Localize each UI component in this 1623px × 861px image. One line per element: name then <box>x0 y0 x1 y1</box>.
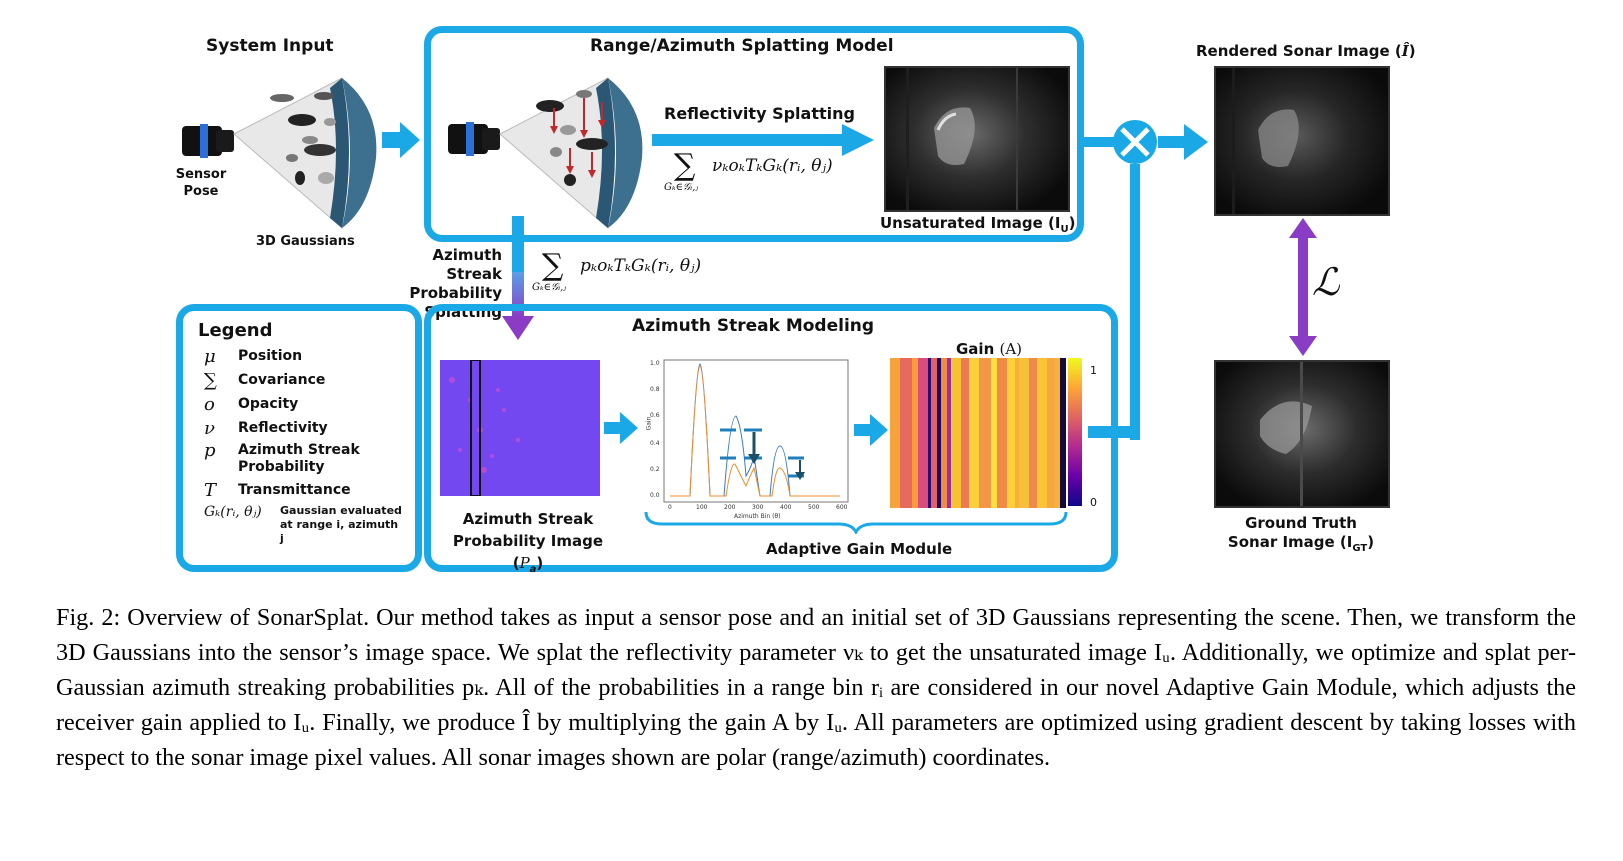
gain-to-multiply-line <box>1130 164 1140 440</box>
adaptive-gain-brace <box>644 511 1068 534</box>
rendered-sonar-image <box>1214 66 1390 216</box>
legend-item: Gₖ(rᵢ, θⱼ)Gaussian evaluated at range i,… <box>204 504 402 545</box>
ground-truth-sonar-image <box>1214 360 1390 508</box>
gaussians-splat-frustum <box>499 77 643 230</box>
sensor-camera-icon <box>182 124 234 158</box>
plot-xticks: 0 100 200 300 400 500 600 <box>668 504 848 511</box>
legend-box <box>176 304 422 572</box>
loss-double-arrow <box>1289 218 1317 356</box>
plot-ylabel: Gain <box>645 416 653 431</box>
multiply-node <box>1084 120 1208 164</box>
reflectivity-splatting-label: Reflectivity Splatting <box>664 104 855 123</box>
ground-truth-label: Ground Truth Sonar Image (IGT) <box>1227 514 1375 554</box>
streak-equation: ∑ Gₖ∈𝒢ᵢ,ⱼ pₖoₖTₖGₖ(rᵢ, θⱼ) <box>532 248 702 293</box>
colorbar-max: 1 <box>1090 364 1097 377</box>
gaussians-frustum <box>233 77 377 230</box>
sensor-camera-icon-2 <box>448 122 500 156</box>
arrow-to-splatting <box>382 122 420 158</box>
legend-item: ∑Covariance <box>204 370 326 391</box>
adaptive-gain-label: Adaptive Gain Module <box>766 540 953 558</box>
gain-plot <box>663 359 849 503</box>
reflectivity-arrow <box>652 124 874 156</box>
arrow-to-plot <box>604 412 638 444</box>
probability-image <box>440 360 600 496</box>
gain-title: Gain (A) <box>956 340 1023 358</box>
legend-title: Legend <box>198 320 273 341</box>
figure-caption: Fig. 2: Overview of SonarSplat. Our meth… <box>56 604 1576 771</box>
splatting-model-title: Range/Azimuth Splatting Model <box>590 36 894 56</box>
plot-xlabel: Azimuth Bin (θ) <box>734 513 781 520</box>
reflectivity-equation: ∑ Gₖ∈𝒢ᵢ,ⱼ νₖoₖTₖGₖ(rᵢ, θⱼ) <box>664 148 833 193</box>
arrow-to-gain <box>854 414 888 446</box>
gain-image <box>890 358 1066 508</box>
colorbar-min: 0 <box>1090 496 1097 509</box>
plot-yticks: 1.0 0.8 0.6 0.4 0.2 0.0 <box>650 360 660 499</box>
streak-modeling-box <box>424 304 1118 572</box>
unsaturated-sonar-image <box>884 66 1070 212</box>
streak-modeling-title: Azimuth Streak Modeling <box>632 316 875 336</box>
splatting-model-box <box>424 26 1084 242</box>
unsaturated-image-label: Unsaturated Image (IU) <box>880 214 1076 235</box>
gain-colorbar <box>1068 358 1082 506</box>
rendered-sonar-label: Rendered Sonar Image (Î) <box>1196 42 1416 60</box>
loss-symbol: ℒ <box>1312 260 1340 304</box>
system-input-title: System Input <box>206 36 334 56</box>
gaussians-3d-label: 3D Gaussians <box>256 234 355 249</box>
probability-image-label: Azimuth Streak Probability Image (Pa) <box>452 510 604 575</box>
